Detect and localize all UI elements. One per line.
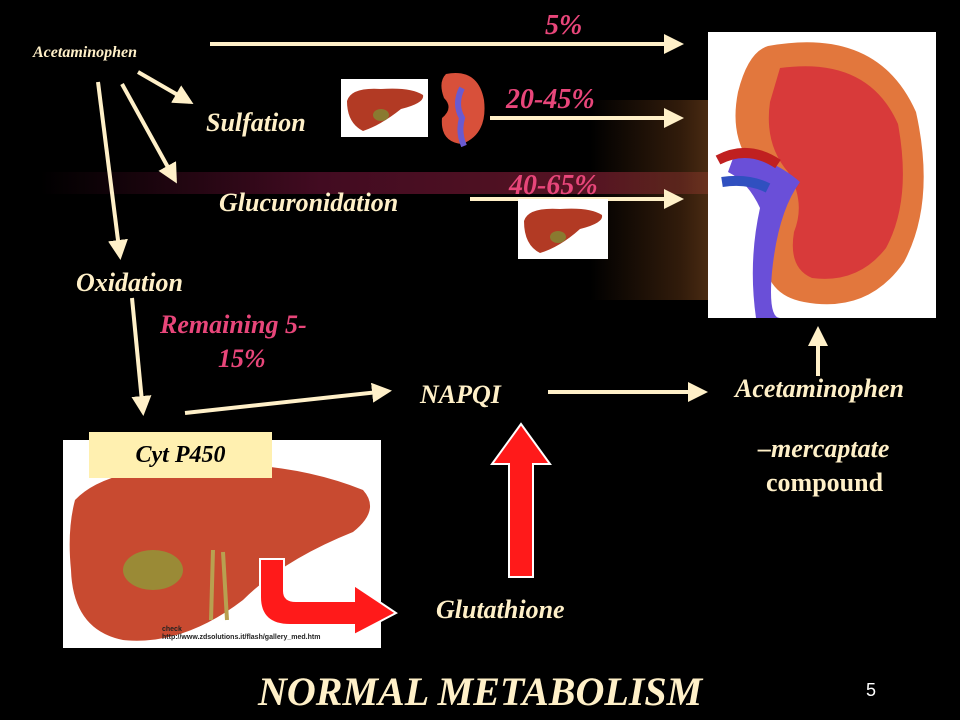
liver-image-glucuronidation — [518, 199, 608, 259]
percent-sulfation-label: 20-45% — [506, 84, 595, 115]
red-curved-arrow — [259, 558, 398, 635]
glucuronidation-label: Glucuronidation — [219, 188, 399, 217]
glutathione-label: Glutathione — [436, 595, 565, 624]
mercaptate-label-line1: Acetaminophen — [735, 374, 905, 403]
arrow-to-glucuronidation — [120, 83, 177, 184]
napqi-label: NAPQI — [420, 380, 501, 409]
arrow-to-oxidation — [96, 81, 128, 260]
background-glow-band — [40, 172, 740, 194]
page-number: 5 — [866, 680, 877, 700]
mercaptate-label-line3: compound — [766, 468, 884, 497]
oxidation-label: Oxidation — [76, 268, 183, 297]
liver-image-sulfation — [341, 79, 428, 137]
mercaptate-label-line2: –mercaptate — [758, 434, 890, 463]
image-credit-line1: check — [162, 626, 182, 633]
arrow-oxidation-to-cyp — [130, 297, 152, 416]
kidney-image-large — [708, 32, 936, 318]
red-arrow-glutathione-to-napqi — [490, 422, 552, 578]
kidney-image-small — [432, 68, 490, 148]
image-credit-url: http://www.zdsolutions.it/flash/gallery_… — [162, 634, 321, 641]
acetaminophen-source-label: Acetaminophen — [33, 44, 138, 61]
image-credit: check http://www.zdsolutions.it/flash/ga… — [162, 626, 320, 642]
remaining-percent-line2: 15% — [218, 344, 266, 373]
sulfation-label: Sulfation — [206, 108, 306, 137]
slide-title: NORMAL METABOLISM — [258, 669, 703, 714]
cyp450-label: Cyt P450 — [89, 432, 272, 478]
percent-unchanged-label: 5% — [545, 10, 583, 41]
percent-glucuronidation-label: 40-65% — [509, 170, 598, 201]
arrow-cyp-to-napqi — [184, 382, 392, 415]
arrow-to-sulfation — [137, 70, 194, 104]
remaining-percent-line1: Remaining 5- — [160, 310, 307, 339]
